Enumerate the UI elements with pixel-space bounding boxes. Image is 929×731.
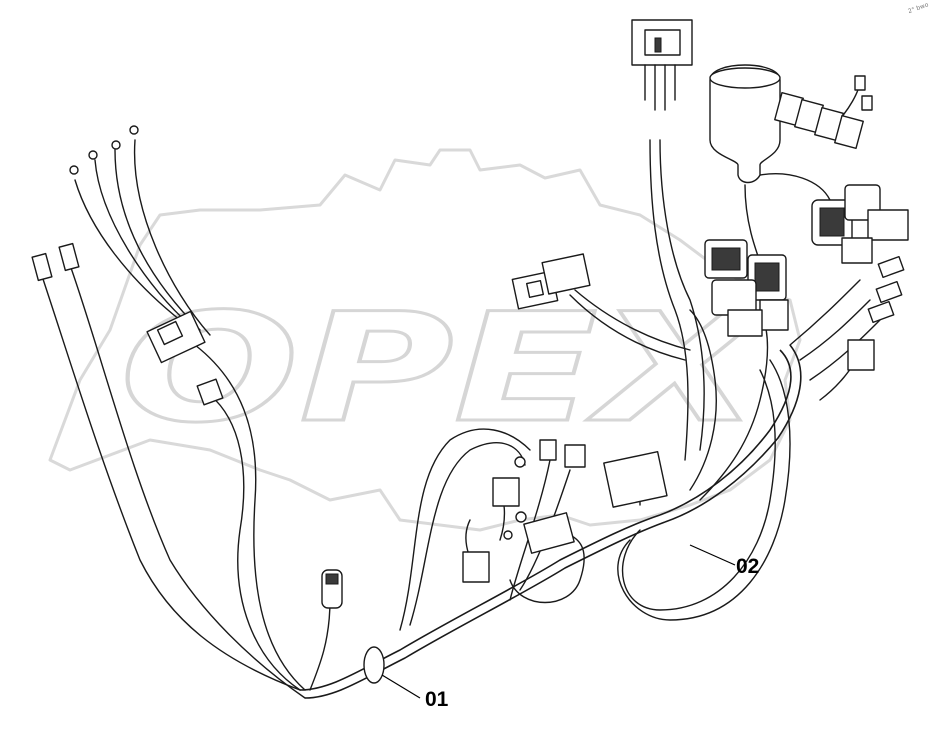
harness-clamp [363,646,385,684]
cylinder-container [709,64,781,184]
central-connectors [704,239,789,337]
relay-blocks [774,75,873,150]
watermark-text: OPEX [120,282,769,456]
callout-01: 01 [381,674,449,711]
top-rectangular-connector [631,19,693,111]
middle-small-connectors [462,439,668,583]
watermark-gear-outline [48,148,802,532]
ring-terminals-left [31,125,139,282]
opex-watermark: OPEX [48,148,802,532]
callout-label-01: 01 [425,688,449,711]
left-branch-connector [146,310,224,406]
drop-connector [321,569,343,609]
callout-02: 02 [689,544,759,578]
fuse-relay-cluster [811,184,909,371]
left-double-connector [511,253,591,310]
callout-label-02: 02 [736,555,759,578]
harness-01-trunk [39,139,666,699]
corner-mark: 2° bwo [907,1,929,15]
